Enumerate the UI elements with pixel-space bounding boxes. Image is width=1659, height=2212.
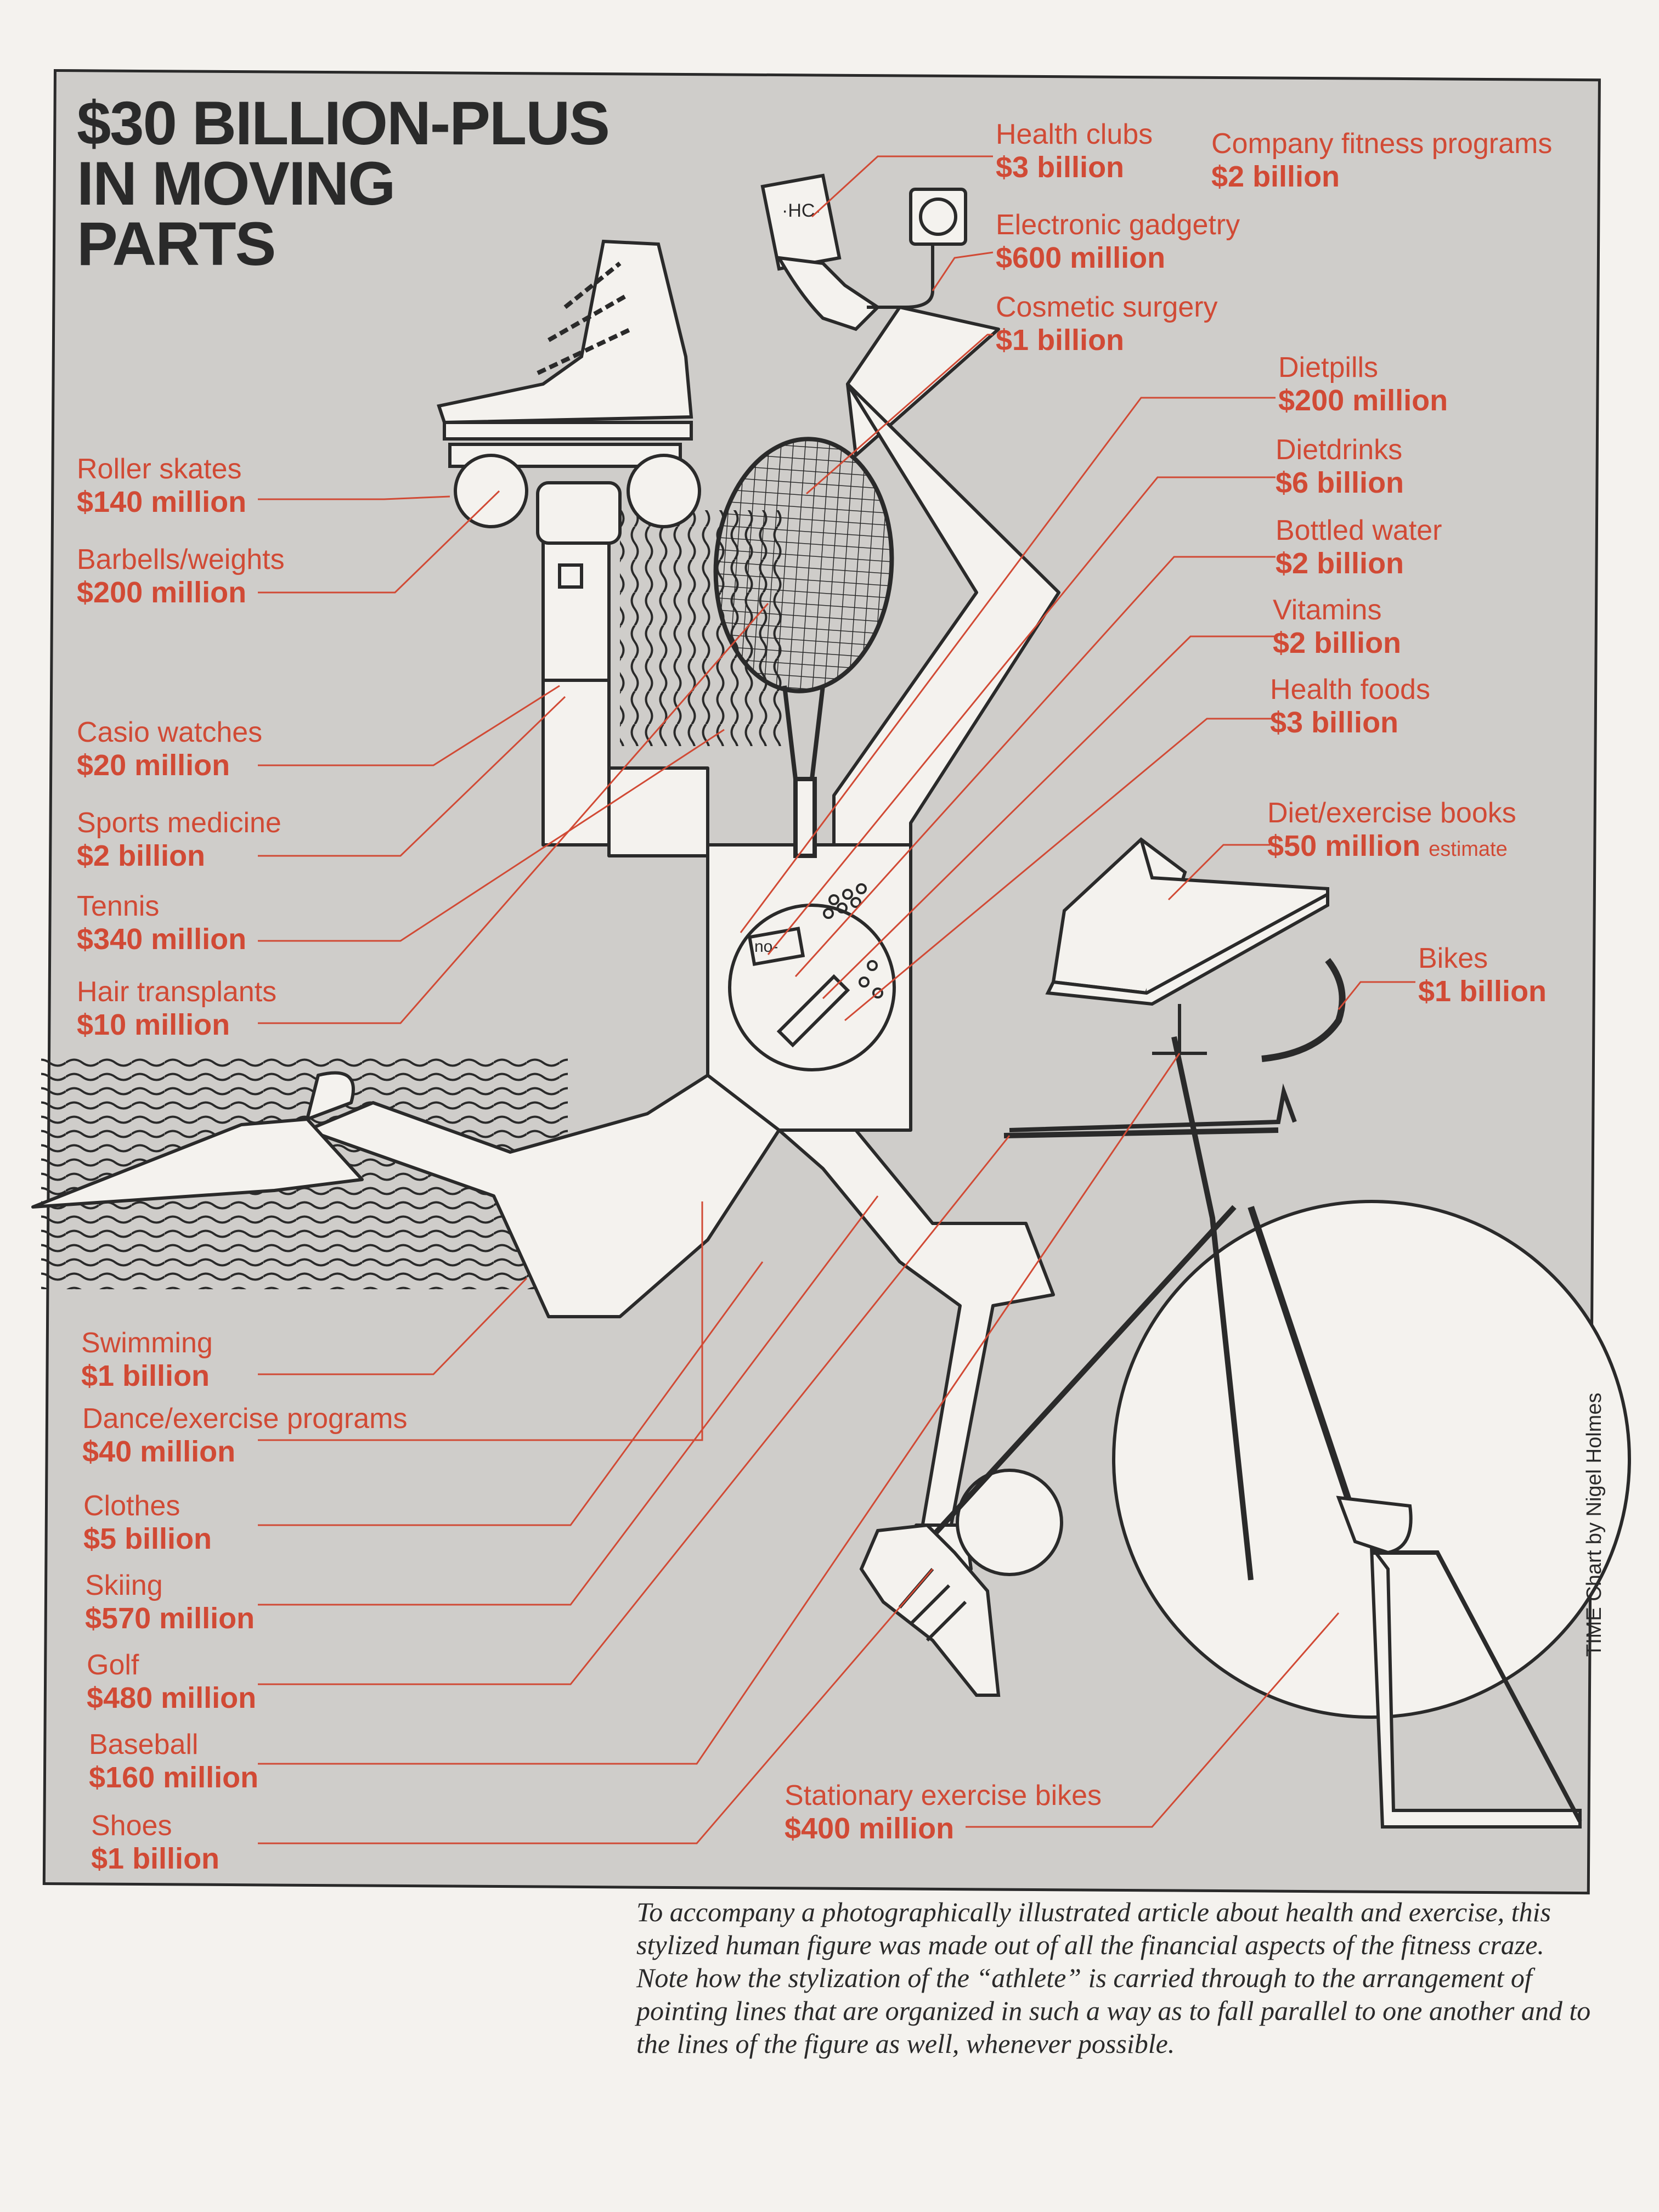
belly-circle: no- [728,883,896,1071]
label-cosmetic-surgery: Cosmetic surgery$1 billion [996,291,1218,357]
label-bikes: Bikes$1 billion [1418,943,1547,1008]
svg-text:·HC·: ·HC· [782,200,821,221]
bicycle-icon [930,958,1631,1829]
label-skiing: Skiing$570 million [85,1570,255,1635]
golf-club-icon [1248,1206,1413,1555]
tennis-racket-icon [713,437,894,858]
label-swimming: Swimming$1 billion [81,1327,213,1392]
barbell-icon [536,481,622,589]
label-dietpills: Dietpills$200 million [1278,352,1448,417]
label-stationary-bikes: Stationary exercise bikes$400 million [785,1780,1102,1845]
label-diet-exercise-books: Diet/exercise books$50 million estimate [1267,797,1516,862]
bottle-icon [776,974,850,1048]
label-tennis: Tennis$340 million [77,890,247,956]
label-vitamins: Vitamins$2 billion [1273,594,1402,659]
stopwatch-icon [867,188,967,309]
ski-icon [1009,1083,1297,1132]
label-baseball: Baseball$160 million [89,1729,259,1794]
title-line-3: PARTS [77,210,276,278]
label-barbells-weights: Barbells/weights$200 million [77,544,285,609]
chart-credit: TIME Chart by Nigel Holmes [1583,1392,1606,1657]
label-casio-watches: Casio watches$20 million [77,716,263,782]
label-dance-exercise: Dance/exercise programs$40 million [82,1403,408,1468]
label-company-fitness: Company fitness programs$2 billion [1211,128,1553,193]
roller-skate-icon [437,239,701,528]
label-dietdrinks: Dietdrinks$6 billion [1276,434,1404,499]
athlete-figure [31,306,1060,1571]
label-clothes: Clothes$5 billion [83,1490,212,1555]
label-roller-skates: Roller skates$140 million [77,453,247,518]
book-icon [1045,837,1329,1006]
label-health-foods: Health foods$3 billion [1270,674,1430,739]
title-line-1: $30 BILLION-PLUS [77,89,610,157]
pills-icon [823,883,883,998]
label-bottled-water: Bottled water$2 billion [1276,515,1442,580]
label-golf: Golf$480 million [87,1649,257,1714]
chart-title: $30 BILLION-PLUS IN MOVING PARTS [77,93,610,275]
label-shoes: Shoes$1 billion [91,1810,220,1875]
label-electronic-gadgetry: Electronic gadgetry$600 million [996,209,1240,274]
label-health-clubs: Health clubs$3 billion [996,119,1153,184]
health-club-card-icon: ·HC· [760,173,881,331]
caption: To accompany a photographically illustra… [636,1897,1591,2059]
label-sports-medicine: Sports medicine$2 billion [77,807,281,872]
pointer-lines [258,155,1415,1844]
label-hair-transplants: Hair transplants$10 million [77,976,277,1041]
title-line-2: IN MOVING [77,149,396,218]
